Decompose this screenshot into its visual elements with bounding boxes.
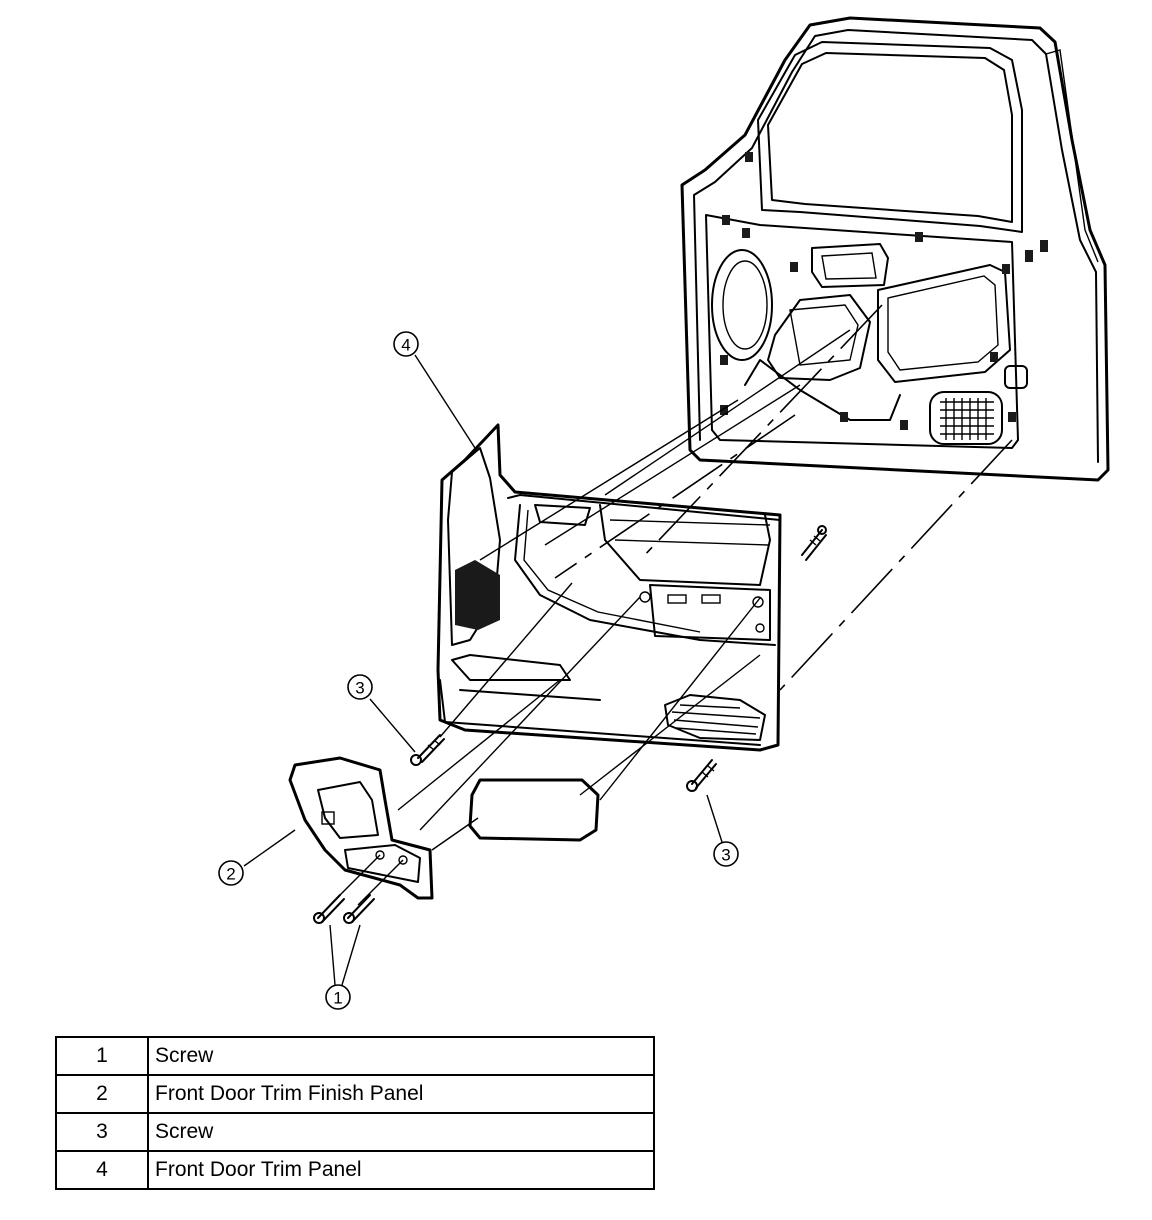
front-door-trim-panel — [436, 423, 782, 752]
callout-3-right-label: 3 — [721, 846, 730, 865]
part-description: Screw — [147, 1036, 655, 1076]
callout-2: 2 — [218, 860, 244, 886]
exploded-door-trim-diagram: 4 3 3 2 1 — [218, 16, 1110, 1010]
screw-left — [410, 734, 445, 766]
callout-4-label: 4 — [401, 336, 410, 355]
screw-upper-right — [801, 525, 827, 561]
alignment-lines — [329, 304, 1013, 906]
table-row: 3 Screw — [55, 1112, 655, 1152]
table-row: 4 Front Door Trim Panel — [55, 1150, 655, 1190]
callout-1: 1 — [325, 984, 351, 1010]
part-description: Screw — [147, 1112, 655, 1152]
callout-4: 4 — [393, 331, 419, 357]
front-door-trim-finish-panel — [288, 756, 434, 900]
part-number: 4 — [55, 1150, 149, 1190]
leader-lines — [243, 354, 723, 986]
part-number: 1 — [55, 1036, 149, 1076]
lower-storage-pocket — [468, 778, 600, 842]
screw-finish-panel-left — [313, 894, 345, 924]
part-description: Front Door Trim Panel — [147, 1150, 655, 1190]
table-row: 1 Screw — [55, 1036, 655, 1076]
callout-3-left-label: 3 — [355, 679, 364, 698]
screw-lower-right — [686, 759, 717, 792]
callout-1-label: 1 — [333, 989, 342, 1008]
screw-finish-panel-right — [343, 894, 375, 924]
table-row: 2 Front Door Trim Finish Panel — [55, 1074, 655, 1114]
callout-3-right: 3 — [713, 841, 739, 867]
callout-2-label: 2 — [226, 865, 235, 884]
callout-3-left: 3 — [347, 674, 373, 700]
door-inner-frame — [680, 16, 1110, 482]
part-number: 3 — [55, 1112, 149, 1152]
vent-grille — [940, 398, 994, 440]
part-description: Front Door Trim Finish Panel — [147, 1074, 655, 1114]
parts-legend-table: 1 Screw 2 Front Door Trim Finish Panel 3… — [55, 1036, 655, 1190]
part-number: 2 — [55, 1074, 149, 1114]
